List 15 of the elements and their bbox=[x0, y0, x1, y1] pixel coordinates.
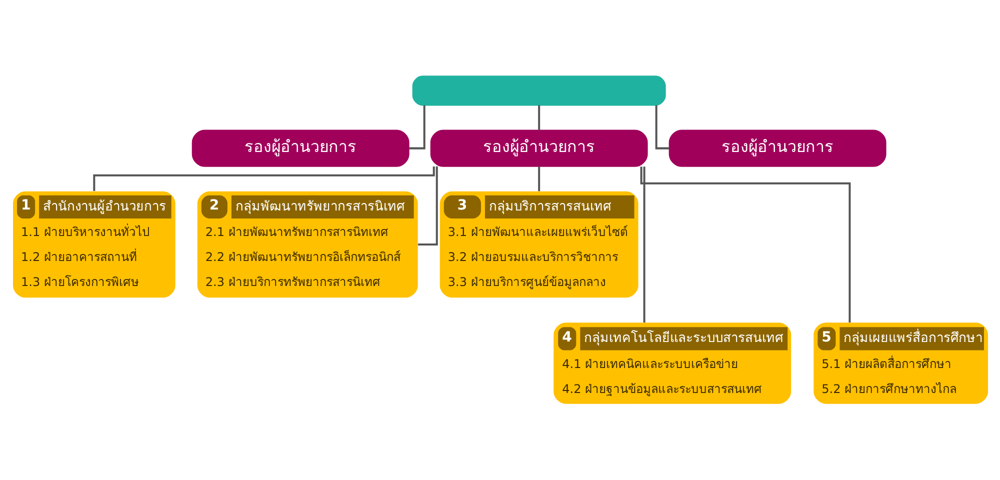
connector bbox=[418, 166, 438, 246]
connector bbox=[654, 105, 669, 150]
node-box: 2 กลุ่มพัฒนาทรัพยากรสารนิเทศ 2.1 ฝ่ายพัฒนาทรัพยากรสารนิทเทศ 2.2 ฝ่ายพัฒนาทรัพยากรอิเล็กทรอนิกส์ 2.3 ฝ่ายบริการทรัพยากรสารนิเทศ bbox=[196, 191, 418, 298]
node-box: 5 กลุ่มเผยแพร่สื่อการศึกษา 5.1 ฝ่ายผลิตสื่อการศึกษา 5.2 ฝ่ายการศึกษาทางไกล bbox=[813, 322, 988, 404]
connector bbox=[642, 166, 645, 322]
node-box bbox=[412, 76, 666, 106]
connector bbox=[640, 166, 850, 322]
node-box: รองผู้อำนวยการ bbox=[430, 130, 648, 167]
node-box: รองผู้อำนวยการ bbox=[191, 130, 409, 167]
connector bbox=[538, 166, 540, 192]
node-box: 3 กลุ่มบริการสารสนเทศ 3.1 ฝ่ายพัฒนาและเผยแพร่เว็บไซต์ 3.2 ฝ่ายอบรมและบริการวิชาการ 3.3 ฝ่ายบริการศูนย์ข้อมูลกลาง bbox=[439, 191, 638, 298]
node-box: 1 สำนักงานผู้อำนวยการ 1.1 ฝ่ายบริหารงานทั่วไป 1.2 ฝ่ายอาคารสถานที่ 1.3 ฝ่ายโครงการพิเศษ bbox=[12, 191, 175, 298]
connector bbox=[538, 105, 540, 130]
node-box: รองผู้อำนวยการ bbox=[668, 130, 886, 167]
node-box: 4 กลุ่มเทคโนโลยีและระบบสารสนเทศ 4.1 ฝ่ายเทคนิคและระบบเครือข่าย 4.2 ฝ่ายฐานข้อมูลและระบบสารสนเทศ bbox=[553, 322, 791, 404]
